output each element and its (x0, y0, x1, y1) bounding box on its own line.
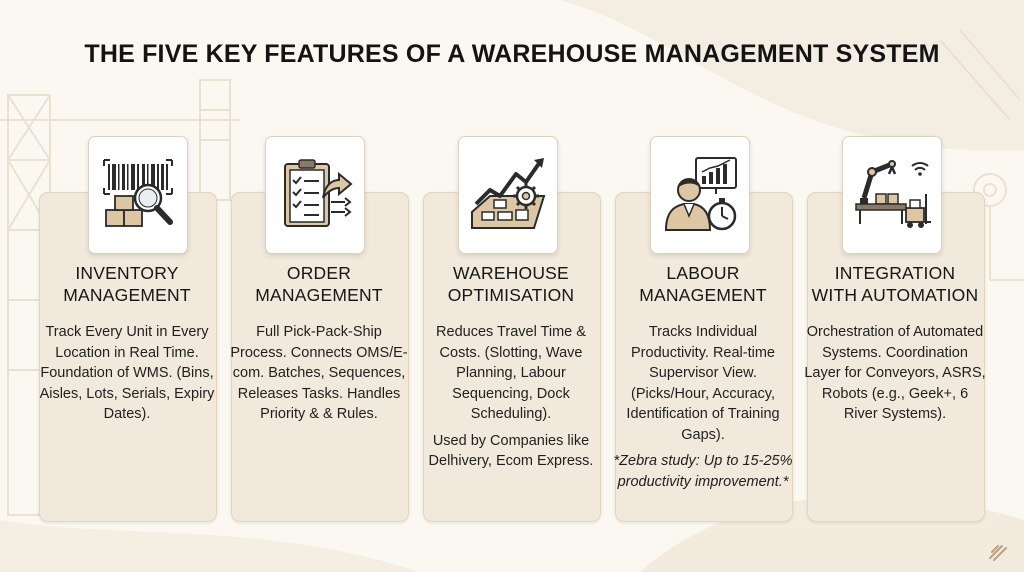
heading-line-2: MANAGEMENT (639, 285, 767, 305)
icon-tile-labour (650, 136, 750, 254)
study-note: *Zebra study: Up to 15-25% productivity … (613, 453, 793, 490)
worker-chart-stopwatch-icon (664, 157, 737, 231)
heading-line-1: INVENTORY (75, 263, 179, 283)
feature-description-labour: Tracks Individual Productivity. Real-tim… (611, 322, 795, 492)
sparkle-logo-icon (989, 545, 1007, 561)
heading-line-2: MANAGEMENT (255, 285, 383, 305)
description-usage-text: Used by Companies like Delhivery, Ecom E… (428, 432, 594, 470)
heading-line-2: WITH AUTOMATION (811, 285, 979, 305)
feature-description-integration: Orchestration of Automated Systems. Coor… (804, 324, 986, 422)
clipboard-checklist-arrow-icon (284, 159, 353, 227)
floorplan-trend-gear-icon (471, 158, 546, 229)
heading-line-1: INTEGRATION (834, 263, 956, 283)
description-text: Reduces Travel Time & Costs. (Slotting, … (436, 324, 586, 422)
heading-line-1: ORDER (286, 263, 352, 283)
robot-arm-conveyor-forklift-icon (855, 160, 931, 228)
icon-tile-warehouse (458, 136, 558, 254)
feature-description-order: Full Pick-Pack-Ship Process. Connects OM… (230, 324, 408, 422)
heading-line-1: WAREHOUSE (453, 263, 569, 283)
feature-description-inventory: Track Every Unit in Every Location in Re… (39, 324, 215, 422)
page-title: THE FIVE KEY FEATURES OF A WAREHOUSE MAN… (84, 40, 940, 68)
feature-heading-integration: INTEGRATION WITH AUTOMATION (800, 262, 990, 306)
feature-heading-labour: LABOUR MANAGEMENT (608, 262, 798, 306)
barcode-magnifier-boxes-icon (103, 159, 173, 227)
icon-tile-inventory (88, 136, 188, 254)
feature-heading-order: ORDER MANAGEMENT (224, 262, 414, 306)
heading-line-2: MANAGEMENT (63, 285, 191, 305)
feature-heading-warehouse: WAREHOUSE OPTIMISATION (416, 262, 606, 306)
icon-tile-integration (842, 136, 942, 254)
heading-line-1: LABOUR (666, 263, 740, 283)
description-text: Tracks Individual Productivity. Real-tim… (626, 324, 780, 443)
feature-heading-inventory: INVENTORY MANAGEMENT (32, 262, 222, 306)
feature-description-warehouse: Reduces Travel Time & Costs. (Slotting, … (419, 322, 603, 472)
heading-line-2: OPTIMISATION (447, 285, 575, 305)
icon-tile-order (265, 136, 365, 254)
